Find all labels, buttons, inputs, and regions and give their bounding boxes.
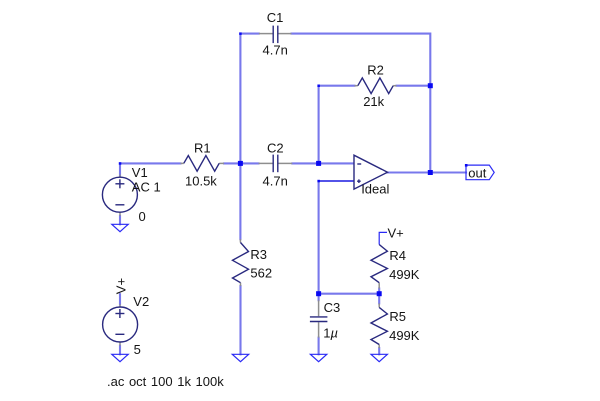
svg-text:4.7n: 4.7n [263, 174, 288, 189]
svg-text:C3: C3 [324, 300, 341, 315]
svg-text:V+: V+ [114, 278, 129, 294]
svg-text:21k: 21k [363, 94, 384, 109]
svg-text:Ideal: Ideal [361, 182, 389, 197]
svg-text:10.5k: 10.5k [185, 174, 217, 189]
svg-text:R3: R3 [250, 247, 267, 262]
svg-text:V+: V+ [388, 225, 404, 240]
svg-text:C2: C2 [267, 141, 284, 156]
svg-text:V2: V2 [133, 294, 149, 309]
svg-text:C1: C1 [267, 10, 284, 25]
svg-text:1µ: 1µ [323, 326, 338, 341]
svg-text:.ac oct 100 1k 100k: .ac oct 100 1k 100k [107, 374, 224, 389]
svg-text:0: 0 [139, 209, 146, 224]
svg-text:R4: R4 [389, 248, 406, 263]
svg-text:R1: R1 [194, 141, 211, 156]
svg-text:562: 562 [250, 265, 272, 280]
svg-text:out: out [468, 166, 486, 181]
svg-text:499K: 499K [389, 267, 420, 282]
svg-text:V1: V1 [132, 165, 148, 180]
svg-text:AC 1: AC 1 [132, 179, 161, 194]
svg-text:4.7n: 4.7n [263, 43, 288, 58]
svg-text:R5: R5 [389, 309, 406, 324]
svg-text:R2: R2 [367, 63, 384, 78]
svg-text:5: 5 [134, 342, 141, 357]
svg-text:499K: 499K [389, 328, 420, 343]
